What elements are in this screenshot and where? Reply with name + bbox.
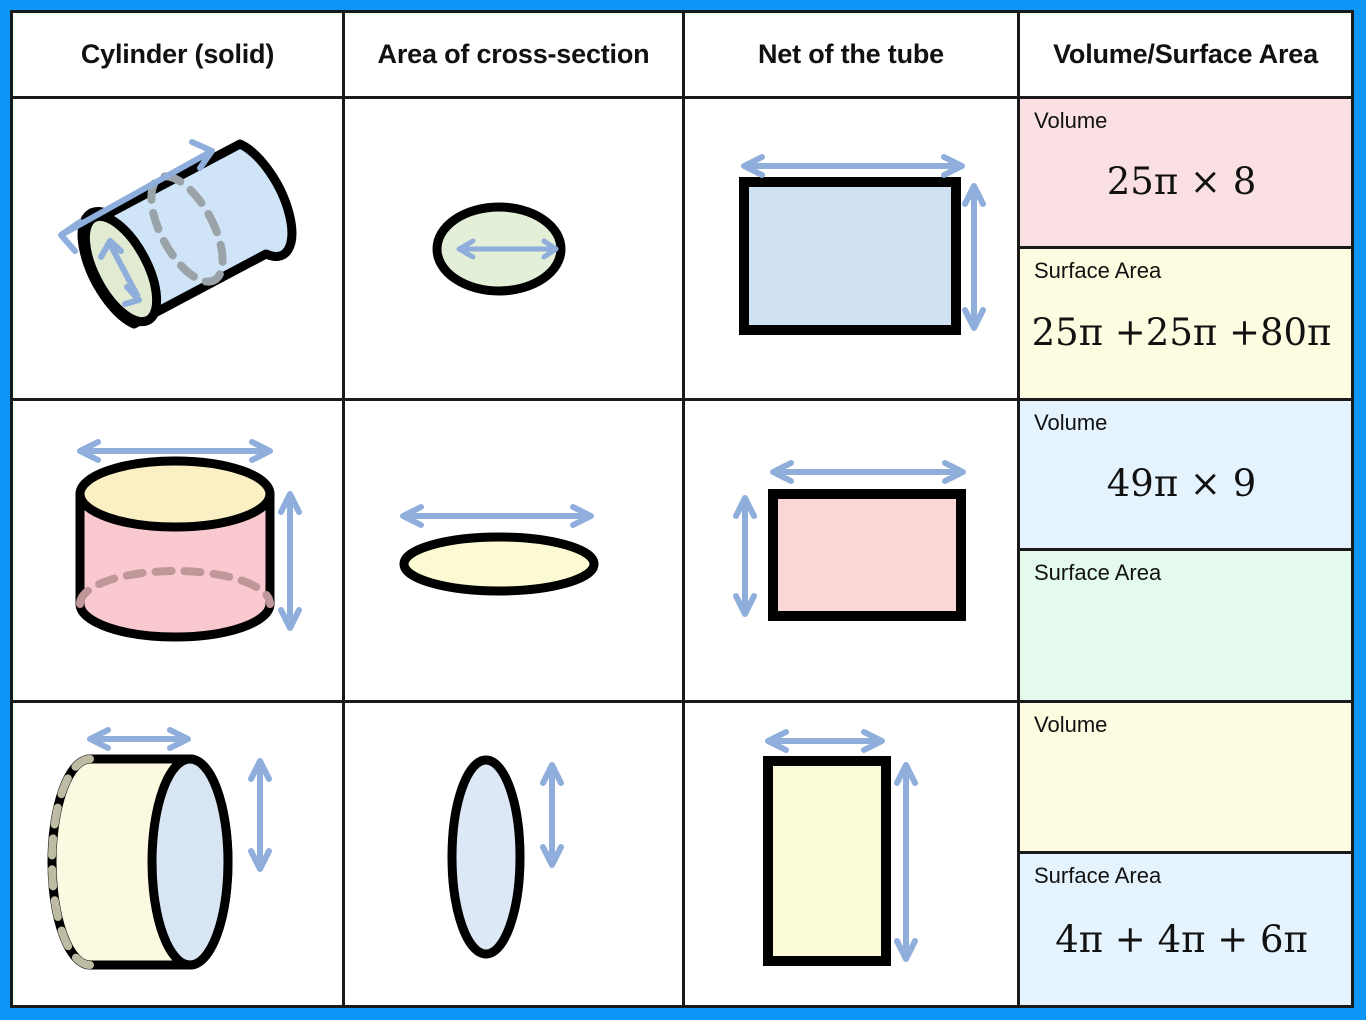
table-row-2-cylinder-cell bbox=[13, 401, 345, 703]
radius-arrow bbox=[97, 237, 142, 307]
surface-area-expression: 25π +25π +80π bbox=[1031, 311, 1332, 355]
net-rectangle bbox=[768, 488, 966, 621]
table-row-1-cylinder-cell bbox=[13, 99, 345, 401]
cross-section-ellipse bbox=[399, 532, 598, 595]
header-net-label: Net of the tube bbox=[758, 39, 944, 69]
cylinder-top-face bbox=[75, 456, 274, 531]
header-cross-section-label: Area of cross-section bbox=[377, 39, 650, 69]
cylinder-horizontal-figure bbox=[47, 727, 272, 970]
table-row-3-volume-surface-cell: Volume Surface Area 4π + 4π + 6π bbox=[1020, 703, 1351, 1005]
net-rectangle-figure bbox=[763, 729, 918, 966]
table-row-2-volume-surface-cell: Volume 49π × 9 Surface Area bbox=[1020, 401, 1351, 703]
surface-area-subcell: Surface Area 25π +25π +80π bbox=[1020, 248, 1351, 398]
header-cylinder-label: Cylinder (solid) bbox=[80, 39, 275, 69]
table-row-1-cross-section-cell bbox=[345, 99, 685, 401]
net-rectangle-figure bbox=[739, 153, 986, 335]
diameter-arrow bbox=[247, 758, 272, 872]
height-arrow bbox=[962, 182, 986, 331]
table-row-3-cross-section-cell bbox=[345, 703, 685, 1005]
surface-area-expression: 4π + 4π + 6π bbox=[1055, 917, 1308, 961]
surface-area-subcell: Surface Area bbox=[1020, 550, 1351, 700]
table-row-2-net-cell bbox=[685, 401, 1020, 703]
volume-surface-stack: Volume 49π × 9 Surface Area bbox=[1020, 401, 1351, 700]
volume-surface-stack: Volume Surface Area 4π + 4π + 6π bbox=[1020, 703, 1351, 1005]
hidden-circle-dashed bbox=[146, 171, 227, 286]
volume-label: Volume bbox=[1034, 410, 1108, 435]
cross-section-ellipse-figure bbox=[432, 202, 565, 295]
volume-subcell: Volume bbox=[1020, 703, 1351, 854]
surface-area-label: Surface Area bbox=[1034, 257, 1162, 283]
cross-section-ellipse-figure bbox=[399, 503, 598, 595]
table-row-3-net-cell bbox=[685, 703, 1020, 1005]
header-net: Net of the tube bbox=[685, 13, 1020, 99]
volume-label: Volume bbox=[1034, 108, 1108, 133]
diameter-arrow bbox=[76, 438, 273, 463]
cylinder-diagonal-figure bbox=[57, 138, 296, 328]
width-arrow bbox=[741, 153, 965, 178]
surface-area-label: Surface Area bbox=[1034, 863, 1162, 888]
cylinder-reference-table: Cylinder (solid) Area of cross-section N… bbox=[10, 10, 1354, 1008]
diameter-arrow bbox=[539, 762, 564, 868]
cylinder-upright-figure bbox=[75, 438, 302, 641]
surface-area-label: Surface Area bbox=[1034, 559, 1162, 585]
volume-subcell: Volume 49π × 9 bbox=[1020, 401, 1351, 551]
table-row-1-net-cell bbox=[685, 99, 1020, 401]
width-arrow bbox=[770, 459, 966, 484]
diameter-arrow bbox=[399, 503, 594, 528]
header-cylinder: Cylinder (solid) bbox=[13, 13, 345, 99]
volume-expression: 49π × 9 bbox=[1106, 462, 1257, 506]
length-arrow bbox=[86, 727, 191, 751]
table-row-3-cylinder-cell bbox=[13, 703, 345, 1005]
cross-section-ellipse-tall-figure bbox=[447, 755, 564, 959]
table-row-2-cross-section-cell bbox=[345, 401, 685, 703]
volume-expression: 25π × 8 bbox=[1106, 160, 1257, 204]
height-arrow bbox=[277, 490, 302, 631]
volume-label: Volume bbox=[1034, 712, 1108, 737]
width-arrow bbox=[765, 729, 885, 753]
height-arrow bbox=[733, 494, 757, 617]
radius-arrow bbox=[456, 238, 558, 259]
net-rectangle bbox=[739, 176, 961, 335]
cylinder-body bbox=[75, 489, 274, 641]
surface-area-subcell: Surface Area 4π + 4π + 6π bbox=[1020, 854, 1351, 1005]
volume-surface-stack: Volume 25π × 8 Surface Area 25π +25π +80… bbox=[1020, 99, 1351, 398]
table-row-1-volume-surface-cell: Volume 25π × 8 Surface Area 25π +25π +80… bbox=[1020, 99, 1351, 401]
header-volume-surface-area: Volume/Surface Area bbox=[1020, 13, 1351, 99]
length-arrow bbox=[57, 138, 215, 254]
net-rectangle-figure bbox=[733, 459, 966, 621]
header-volume-surface-area-label: Volume/Surface Area bbox=[1053, 39, 1318, 69]
hidden-base-arc-dashed bbox=[75, 566, 274, 608]
cross-section-ellipse bbox=[447, 755, 524, 959]
volume-subcell: Volume 25π × 8 bbox=[1020, 99, 1351, 249]
height-arrow bbox=[894, 762, 918, 962]
net-rectangle bbox=[763, 756, 891, 966]
header-cross-section: Area of cross-section bbox=[345, 13, 685, 99]
cylinder-front-face bbox=[147, 754, 232, 970]
